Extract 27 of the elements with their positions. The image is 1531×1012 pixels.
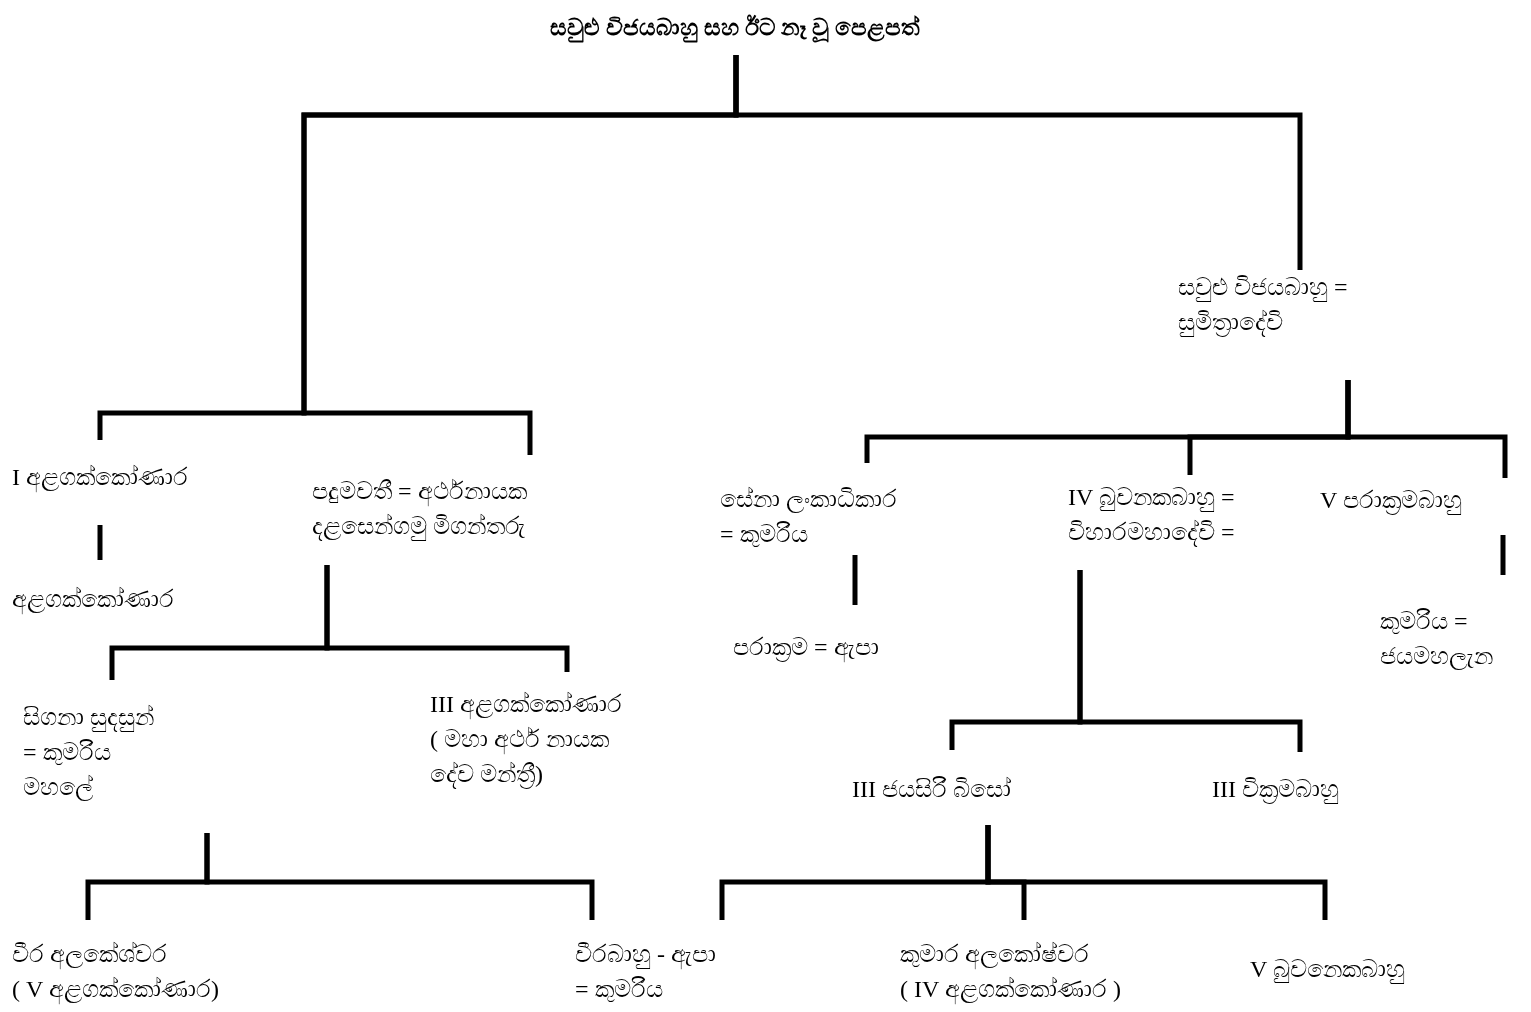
person-name-text: සේනා ලංකාධිකාර = කුමරිය [715, 463, 950, 555]
person-name-text: III අළගක්කෝණාර ( මහා අර්ථ නායක දේව මන්ත්‍රී) [425, 672, 685, 802]
tree-connector [852, 555, 858, 605]
title-text: සවුළු විජයබාහු සහ ඊට නෑ වූ පෙළපත් [500, 5, 970, 55]
person-name-text: V පරාක්‍රමබාහු [1315, 478, 1530, 535]
person-name-text: I අළගක්කෝණාර [8, 440, 243, 525]
tree-connector [301, 55, 739, 455]
person-name-text: කුමරිය = ජයමහලැන [1375, 575, 1525, 675]
person-name-text: වීරබාහු - ඇපා = කුමරිය [570, 920, 755, 1012]
tree-connector [1500, 535, 1506, 575]
tree-connector [324, 565, 570, 672]
person-name-text: සවුළු විජයබාහු = සුමිත්‍රාදේවි [1170, 270, 1400, 380]
person-name-text: V බුවනෙකබාහු [1245, 920, 1445, 990]
tree-connector [1077, 570, 1303, 752]
person-name-text: IV බුවනකබාහු = විහාරමහාදේවි = [1063, 475, 1285, 570]
tree-connector [985, 825, 1328, 920]
person-name-text: වීර අලකේශ්වර ( V අළගක්කෝණාර) [8, 920, 248, 1012]
person-name-text: පදුමවතී = අර්ථනායක දළසෙන්ගමු මිගන්තරු [305, 455, 590, 565]
tree-connector [204, 833, 595, 920]
person-name-text: III ජයසිරි බිසෝ [847, 750, 1057, 825]
person-name-text: පරාක්‍රම = ඇපා [728, 605, 918, 665]
person-name-text: සිගනා සුදසුන් = කුමරිය මහලේ [15, 680, 215, 833]
tree-connector [1345, 380, 1508, 478]
person-name-text: III වික්‍රමබාහු [1205, 752, 1375, 812]
person-name-text: අළගක්කෝණාර [8, 560, 238, 620]
person-name-text: කුමාර අලකෝෂ්වර ( IV අළගක්කෝණාර ) [895, 920, 1215, 1012]
tree-connector [97, 525, 103, 560]
